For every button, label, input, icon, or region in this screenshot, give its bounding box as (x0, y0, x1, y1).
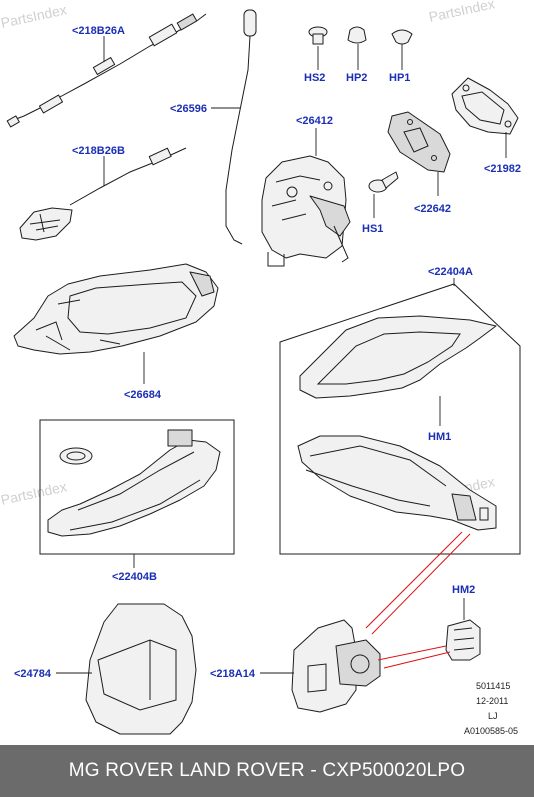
plug-HP1[interactable] (391, 29, 413, 45)
assembly-indicator-lines (365, 531, 471, 669)
grommet[interactable] (59, 447, 93, 465)
callout-22404B: <22404B (112, 571, 157, 583)
watermark-mid-left: PartsIndex (0, 478, 68, 508)
screw-HS1[interactable] (368, 171, 399, 193)
screw-HS2[interactable] (308, 26, 328, 45)
callout-22642: <22642 (414, 203, 451, 215)
callout-HP2: HP2 (346, 72, 367, 84)
callout-HP1: HP1 (389, 72, 410, 84)
lock-cylinder-218A14[interactable] (291, 619, 381, 713)
outer-handle-22404A[interactable] (297, 435, 497, 531)
gasket-22642[interactable] (387, 111, 451, 173)
watermarks: PartsIndex PartsIndex PartsIndex PartsIn… (0, 0, 496, 508)
callout-21982: <21982 (484, 163, 521, 175)
handle-box-22404B[interactable] (39, 419, 235, 555)
outer-handle-22404B[interactable] (47, 429, 221, 537)
cable-218B26A[interactable] (6, 13, 207, 128)
meta-ref: A0100585-05 (464, 726, 518, 736)
handle-carrier-26684[interactable] (13, 263, 219, 355)
callout-24784: <24784 (14, 668, 52, 680)
footer-caption-bar: MG ROVER LAND ROVER - CXP500020LPO (0, 745, 534, 797)
callout-26684: <26684 (124, 389, 162, 401)
callout-218B26B: <218B26B (72, 145, 125, 157)
clip-HM2[interactable] (445, 619, 481, 661)
callout-HM1: HM1 (428, 431, 451, 443)
handle-assembly-box-22404A[interactable] (279, 283, 521, 555)
callout-HM2: HM2 (452, 584, 475, 596)
callout-22404A: <22404A (428, 266, 473, 278)
plug-HP2[interactable] (347, 26, 367, 44)
cable-218B26B[interactable] (19, 147, 187, 241)
callout-26412: <26412 (296, 115, 333, 127)
rod-26596[interactable] (225, 9, 257, 245)
meta-date: 12-2011 (476, 696, 508, 706)
leaders-fasteners (317, 44, 403, 70)
striker-21982[interactable] (451, 77, 519, 135)
meta-code: 5011415 (476, 681, 510, 691)
callout-HS1: HS1 (362, 223, 383, 235)
callout-218A14: <218A14 (210, 668, 256, 680)
cover-24784[interactable] (85, 603, 197, 735)
seal-HM1[interactable] (299, 315, 497, 399)
watermark-top-left: PartsIndex (0, 1, 68, 31)
exploded-parts-diagram: PartsIndex PartsIndex PartsIndex PartsIn… (0, 0, 521, 736)
callout-HS2: HS2 (304, 72, 325, 84)
latch-26412[interactable] (261, 155, 351, 267)
drawing-metadata: 5011415 12-2011 LJ A0100585-05 (464, 681, 518, 736)
watermark-top-right: PartsIndex (427, 0, 496, 25)
footer-caption: MG ROVER LAND ROVER - CXP500020LPO (68, 760, 466, 781)
callout-26596: <26596 (170, 103, 207, 115)
callout-218B26A: <218B26A (72, 25, 125, 37)
meta-initials: LJ (488, 711, 498, 721)
